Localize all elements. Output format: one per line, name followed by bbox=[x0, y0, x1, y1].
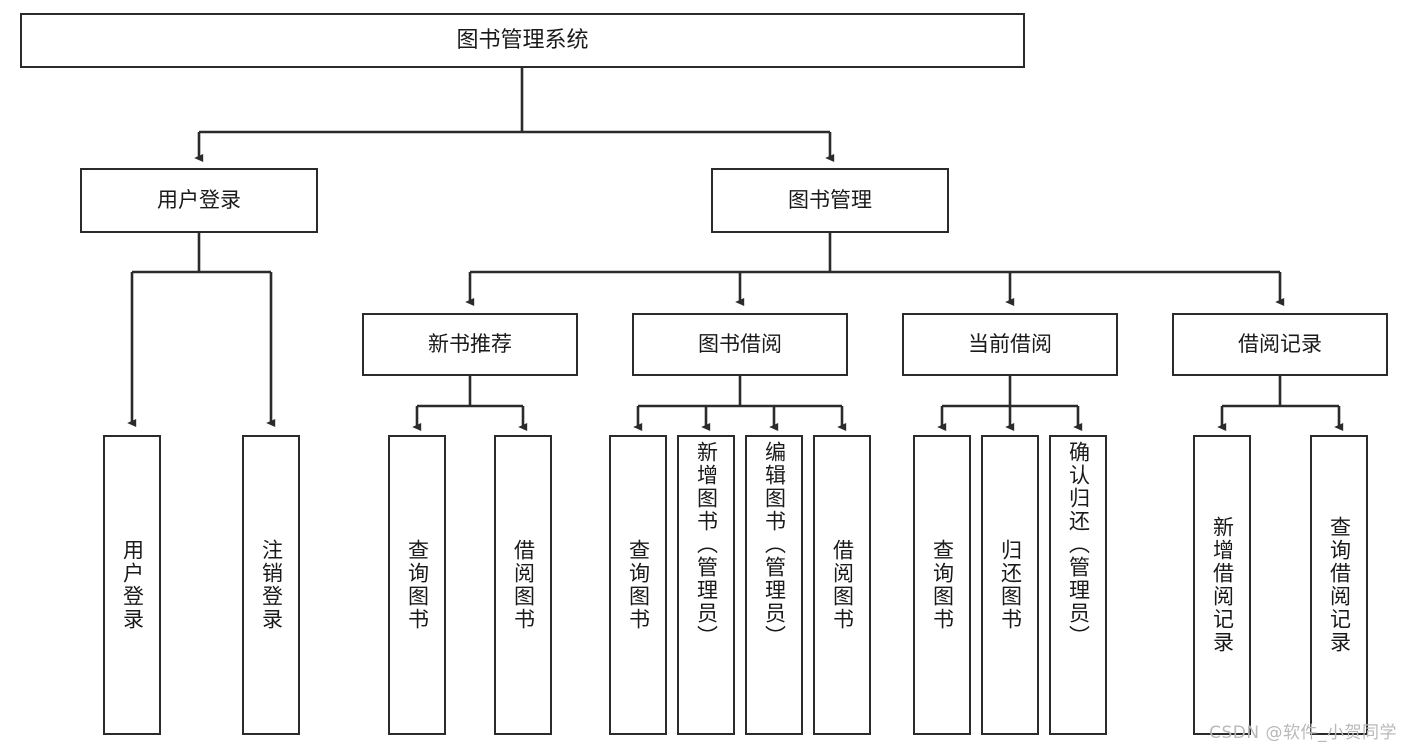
node-book-management[interactable]: 图书管理 bbox=[711, 168, 949, 233]
leaf-borrow-book-borrow-label: 借阅图书 bbox=[830, 539, 855, 631]
leaf-add-borrow-record[interactable]: 新增借阅记录 bbox=[1193, 435, 1251, 735]
node-root-label: 图书管理系统 bbox=[456, 27, 589, 53]
leaf-query-book-current[interactable]: 查询图书 bbox=[913, 435, 971, 735]
leaf-confirm-return-admin-label: 确认归还（管理员） bbox=[1066, 441, 1091, 648]
node-new-book-recommend[interactable]: 新书推荐 bbox=[362, 313, 578, 376]
node-borrow-records-label: 借阅记录 bbox=[1238, 332, 1322, 357]
node-user-login[interactable]: 用户登录 bbox=[80, 168, 318, 233]
leaf-borrow-book-borrow[interactable]: 借阅图书 bbox=[813, 435, 871, 735]
node-new-book-recommend-label: 新书推荐 bbox=[428, 332, 512, 357]
leaf-return-book[interactable]: 归还图书 bbox=[981, 435, 1039, 735]
leaf-query-book-borrow[interactable]: 查询图书 bbox=[609, 435, 667, 735]
node-book-borrow-label: 图书借阅 bbox=[698, 332, 782, 357]
node-current-borrow-label: 当前借阅 bbox=[968, 332, 1052, 357]
leaf-query-borrow-record[interactable]: 查询借阅记录 bbox=[1310, 435, 1368, 735]
leaf-logout-label: 注销登录 bbox=[259, 539, 284, 631]
leaf-edit-book-admin-label: 编辑图书（管理员） bbox=[762, 441, 787, 648]
node-book-management-label: 图书管理 bbox=[788, 188, 872, 213]
leaf-query-book-current-label: 查询图书 bbox=[930, 539, 955, 631]
leaf-query-book-borrow-label: 查询图书 bbox=[626, 539, 651, 631]
leaf-borrow-book-newbook[interactable]: 借阅图书 bbox=[494, 435, 552, 735]
leaf-add-book-admin-label: 新增图书（管理员） bbox=[694, 441, 719, 648]
node-user-login-label: 用户登录 bbox=[157, 188, 241, 213]
leaf-add-book-admin[interactable]: 新增图书（管理员） bbox=[677, 435, 735, 735]
leaf-query-book-newbook[interactable]: 查询图书 bbox=[388, 435, 446, 735]
node-root[interactable]: 图书管理系统 bbox=[20, 13, 1025, 68]
leaf-confirm-return-admin[interactable]: 确认归还（管理员） bbox=[1049, 435, 1107, 735]
leaf-user-login[interactable]: 用户登录 bbox=[103, 435, 161, 735]
leaf-add-borrow-record-label: 新增借阅记录 bbox=[1210, 516, 1235, 654]
leaf-query-book-newbook-label: 查询图书 bbox=[405, 539, 430, 631]
node-current-borrow[interactable]: 当前借阅 bbox=[902, 313, 1118, 376]
leaf-return-book-label: 归还图书 bbox=[998, 539, 1023, 631]
leaf-logout[interactable]: 注销登录 bbox=[242, 435, 300, 735]
leaf-edit-book-admin[interactable]: 编辑图书（管理员） bbox=[745, 435, 803, 735]
node-borrow-records[interactable]: 借阅记录 bbox=[1172, 313, 1388, 376]
node-book-borrow[interactable]: 图书借阅 bbox=[632, 313, 848, 376]
leaf-user-login-label: 用户登录 bbox=[120, 539, 145, 631]
leaf-borrow-book-newbook-label: 借阅图书 bbox=[511, 539, 536, 631]
leaf-query-borrow-record-label: 查询借阅记录 bbox=[1327, 516, 1352, 654]
